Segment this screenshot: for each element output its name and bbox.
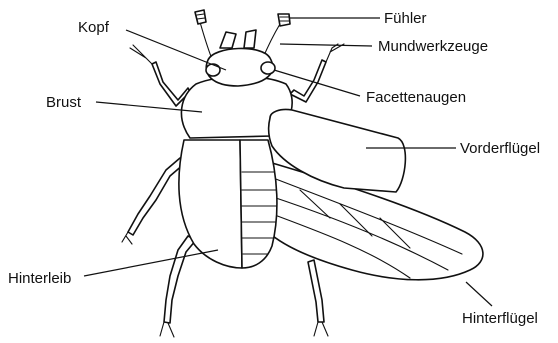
right-compound-eye — [261, 62, 275, 74]
label-facettenaugen: Facettenaugen — [366, 89, 466, 106]
beetle-illustration — [122, 10, 483, 337]
left-mandible — [220, 32, 236, 48]
hind-right-leg — [308, 260, 324, 322]
abdomen — [179, 140, 277, 268]
leader-kopf — [126, 30, 226, 70]
left-compound-eye — [206, 64, 220, 76]
label-hinterfluegel: Hinterflügel — [462, 310, 538, 327]
label-hinterleib: Hinterleib — [8, 270, 71, 287]
right-mandible — [244, 30, 256, 48]
abdomen-segments — [240, 140, 277, 268]
label-vorderfluegel: Vorderflügel — [460, 140, 540, 157]
head — [206, 30, 275, 86]
front-right-leg — [290, 60, 326, 102]
label-mundwerkzeuge: Mundwerkzeuge — [378, 38, 488, 55]
leader-hinterfluegel — [466, 282, 492, 306]
label-kopf: Kopf — [78, 19, 110, 36]
label-brust: Brust — [46, 94, 82, 111]
hind-left-leg — [164, 236, 196, 323]
leader-mundwerkzeuge — [280, 44, 372, 46]
leader-hinterleib — [84, 250, 218, 276]
middle-left-leg — [128, 158, 184, 235]
label-fuehler: Fühler — [384, 10, 427, 27]
